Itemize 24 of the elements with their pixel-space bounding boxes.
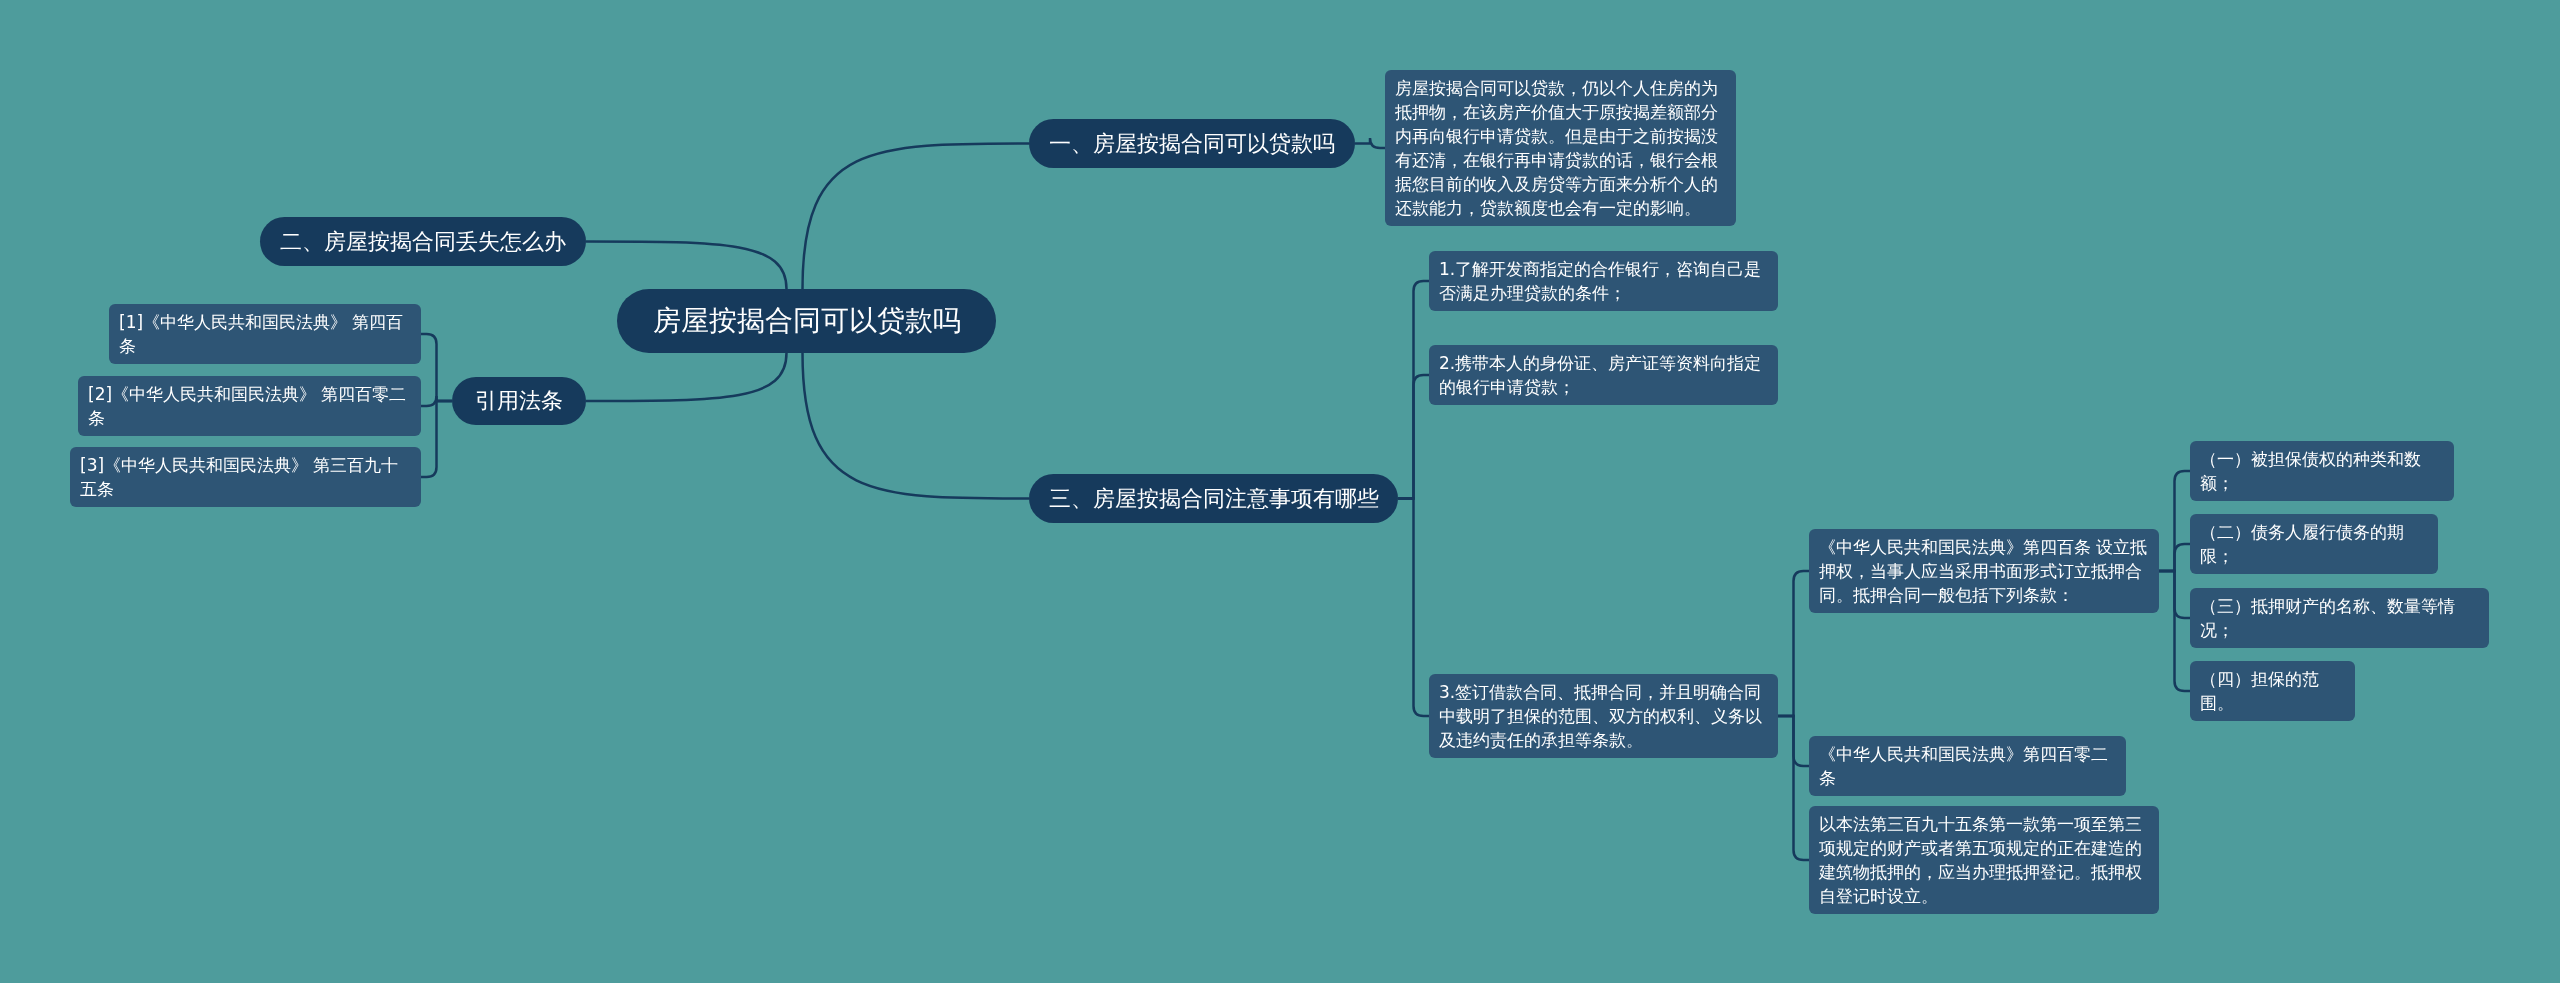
text-box: 《中华人民共和国民法典》第四百零二条 (1809, 736, 2126, 796)
text-box: [3]《中华人民共和国民法典》 第三百九十五条 (70, 447, 421, 507)
text-box: [2]《中华人民共和国民法典》 第四百零二条 (78, 376, 421, 436)
text-box: [1]《中华人民共和国民法典》 第四百条 (109, 304, 421, 364)
topic-pill: 引用法条 (452, 377, 586, 425)
topic-pill: 一、房屋按揭合同可以贷款吗 (1029, 119, 1355, 168)
connector-line (586, 352, 788, 403)
text-box: 《中华人民共和国民法典》第四百条 设立抵押权，当事人应当采用书面形式订立抵押合同。抵押合同一般包括下列条款： (1809, 529, 2159, 613)
text-box: 以本法第三百九十五条第一款第一项至第三项规定的财产或者第五项规定的正在建造的建筑物抵押的，应当办理抵押登记。抵押权自登记时设立。 (1809, 806, 2159, 914)
text-box: 房屋按揭合同可以贷款，仍以个人住房的为抵押物，在该房产价值大于原按揭差额部分内再向银行申请贷款。但是由于之前按揭没有还清，在银行再申请贷款的话，银行会根据您目前的收入及房贷等方面来分析个人的还款能力，贷款额度也会有一定的影响。 (1385, 70, 1736, 226)
text-box: （一）被担保债权的种类和数额； (2190, 441, 2454, 501)
text-box: （二）债务人履行债务的期限； (2190, 514, 2438, 574)
connector-line (801, 352, 1029, 500)
text-box: 1.了解开发商指定的合作银行，咨询自己是否满足办理贷款的条件； (1429, 251, 1778, 311)
text-box: （四）担保的范围。 (2190, 661, 2355, 721)
topic-pill: 三、房屋按揭合同注意事项有哪些 (1029, 474, 1398, 523)
text-box: 3.签订借款合同、抵押合同，并且明确合同中载明了担保的范围、双方的权利、义务以及违约责任的承担等条款。 (1429, 674, 1778, 758)
connector-line (1355, 136, 1385, 150)
text-box: （三）抵押财产的名称、数量等情况； (2190, 588, 2489, 648)
connector-line (801, 142, 1029, 290)
topic-pill: 二、房屋按揭合同丢失怎么办 (260, 217, 586, 266)
text-box: 2.携带本人的身份证、房产证等资料向指定的银行申请贷款； (1429, 345, 1778, 405)
central-topic: 房屋按揭合同可以贷款吗 (617, 289, 996, 353)
connector-line (586, 240, 788, 290)
